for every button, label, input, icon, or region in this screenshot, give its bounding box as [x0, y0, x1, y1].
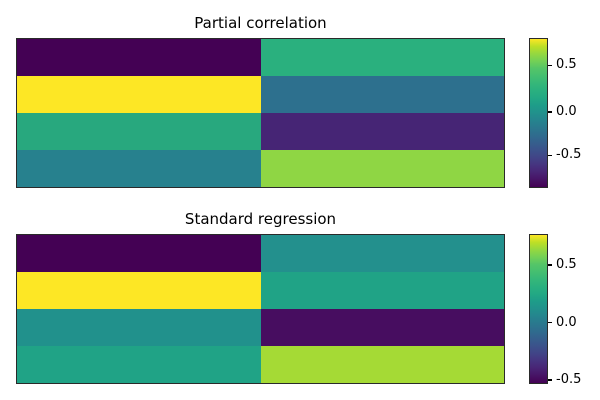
- colorbar-tick-label: -0.5: [556, 371, 582, 387]
- heatmap-cell-r3-c0: [17, 346, 261, 383]
- heatmap-standard-regression: [16, 234, 505, 384]
- heatmap-partial-correlation: [16, 38, 505, 188]
- heatmap-cell-r2-c1: [260, 309, 504, 346]
- heatmap-cell-r3-c0: [17, 150, 261, 187]
- heatmap-cell-r3-c1: [260, 150, 504, 187]
- colorbar-tick--0.5: -0.5: [548, 147, 581, 163]
- colorbar-ticks-standard-regression: 0.5 0.0 -0.5: [548, 234, 598, 387]
- heatmap-cell-r1-c1: [260, 272, 504, 309]
- colorbar-tick-label: 0.5: [556, 257, 577, 273]
- heatmap-cell-r2-c1: [260, 113, 504, 150]
- heatmap-cell-r1-c1: [260, 76, 504, 113]
- subplot1-title: Partial correlation: [194, 14, 327, 32]
- colorbar-tick-0.0: 0.0: [548, 104, 577, 120]
- heatmap-cell-r0-c1: [260, 235, 504, 272]
- colorbar-ticks-partial-correlation: 0.5 0.0 -0.5: [548, 38, 598, 188]
- colorbar-tick-label: 0.5: [556, 57, 577, 73]
- tick-mark-icon: [548, 379, 552, 381]
- colorbar-tick-0.0: 0.0: [548, 315, 577, 331]
- colorbar-tick-label: 0.0: [556, 314, 577, 330]
- heatmap-cell-r1-c0: [17, 272, 261, 309]
- tick-mark-icon: [548, 154, 552, 157]
- heatmap-cell-r0-c0: [17, 39, 261, 76]
- colorbar-tick-0.5: 0.5: [548, 57, 577, 73]
- heatmap-cell-r2-c0: [17, 309, 261, 346]
- tick-mark-icon: [548, 111, 552, 113]
- colorbar-tick-label: 0.0: [556, 103, 577, 119]
- heatmap-cell-r2-c0: [17, 113, 261, 150]
- tick-mark-icon: [548, 64, 552, 67]
- colorbar-standard-regression: [529, 234, 548, 384]
- colorbar-tick-0.5: 0.5: [548, 257, 577, 273]
- colorbar-tick-label: -0.5: [556, 147, 582, 163]
- heatmap-cell-r1-c0: [17, 76, 261, 113]
- subplot2-title: Standard regression: [184, 210, 337, 228]
- tick-mark-icon: [548, 264, 552, 266]
- colorbar-partial-correlation: [529, 38, 548, 188]
- tick-mark-icon: [548, 321, 552, 324]
- colorbar-tick--0.5: -0.5: [548, 372, 581, 388]
- heatmap-cell-r3-c1: [260, 346, 504, 383]
- heatmap-cell-r0-c0: [17, 235, 261, 272]
- heatmap-cell-r0-c1: [260, 39, 504, 76]
